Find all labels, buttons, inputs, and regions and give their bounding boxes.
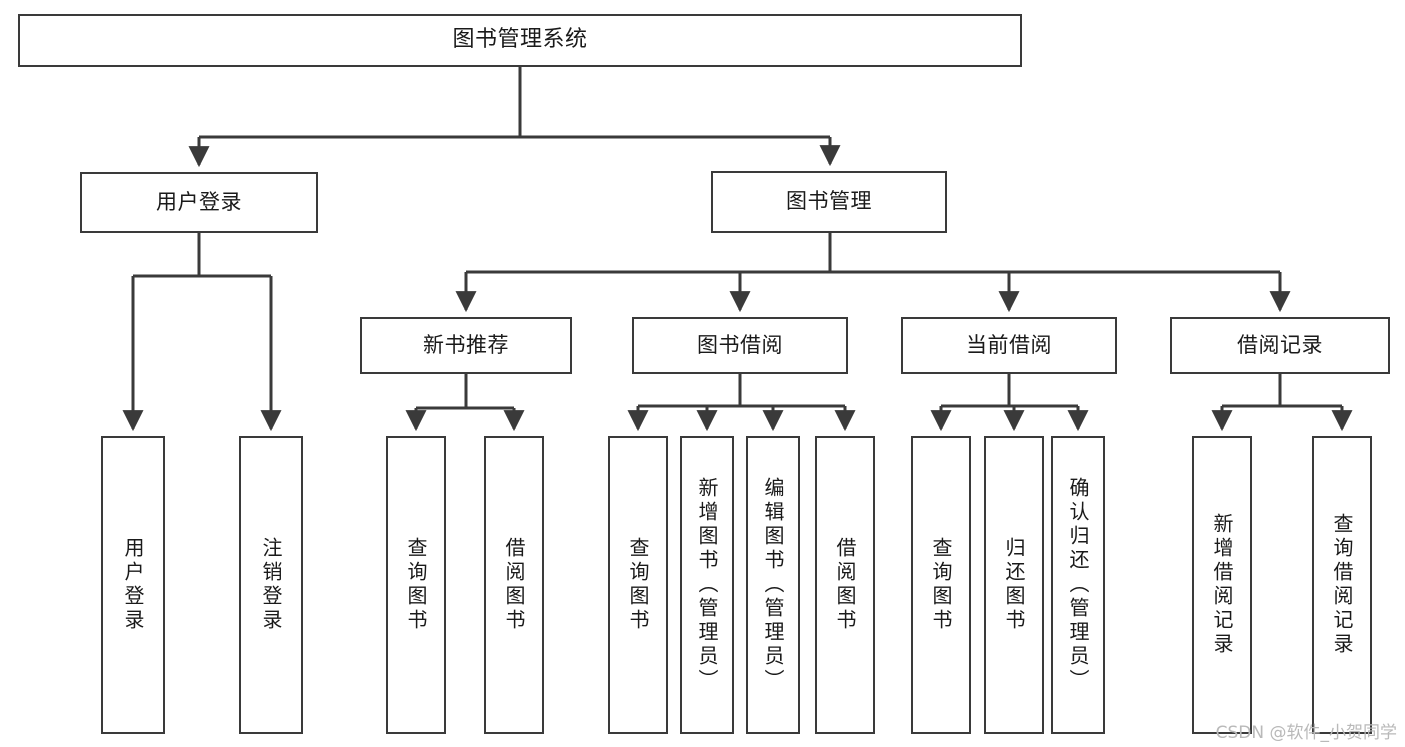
node-book-management[interactable]: 图书管理 <box>711 171 947 233</box>
node-user-login[interactable]: 用户登录 <box>80 172 318 233</box>
node-leaf-user-logout[interactable]: 注销登录 <box>239 436 303 734</box>
node-leaf-borrow-book-2-label: 借阅图书 <box>833 537 857 633</box>
node-user-login-label: 用户登录 <box>156 189 242 214</box>
node-leaf-user-login[interactable]: 用户登录 <box>101 436 165 734</box>
node-current-borrow-label: 当前借阅 <box>966 332 1052 357</box>
node-current-borrow[interactable]: 当前借阅 <box>901 317 1117 374</box>
node-leaf-return-book-label: 归还图书 <box>1002 537 1026 633</box>
node-book-borrow-label: 图书借阅 <box>697 332 783 357</box>
node-book-borrow[interactable]: 图书借阅 <box>632 317 848 374</box>
node-leaf-query-book-3[interactable]: 查询图书 <box>911 436 971 734</box>
node-root[interactable]: 图书管理系统 <box>18 14 1022 67</box>
node-leaf-edit-book[interactable]: 编辑图书（管理员） <box>746 436 800 734</box>
node-leaf-borrow-book-2[interactable]: 借阅图书 <box>815 436 875 734</box>
node-root-label: 图书管理系统 <box>452 27 588 53</box>
node-borrow-record-label: 借阅记录 <box>1237 332 1323 357</box>
node-leaf-borrow-book-1[interactable]: 借阅图书 <box>484 436 544 734</box>
node-leaf-confirm-return-label: 确认归还（管理员） <box>1066 477 1090 693</box>
node-new-book-recommend[interactable]: 新书推荐 <box>360 317 572 374</box>
node-leaf-user-logout-label: 注销登录 <box>259 537 283 633</box>
node-leaf-borrow-book-1-label: 借阅图书 <box>502 537 526 633</box>
node-leaf-query-record[interactable]: 查询借阅记录 <box>1312 436 1372 734</box>
node-borrow-record[interactable]: 借阅记录 <box>1170 317 1390 374</box>
node-leaf-add-book-label: 新增图书（管理员） <box>695 477 719 693</box>
node-leaf-query-book-2[interactable]: 查询图书 <box>608 436 668 734</box>
node-leaf-add-record-label: 新增借阅记录 <box>1210 513 1234 657</box>
node-book-management-label: 图书管理 <box>786 189 872 214</box>
node-leaf-add-record[interactable]: 新增借阅记录 <box>1192 436 1252 734</box>
node-leaf-query-book-2-label: 查询图书 <box>626 537 650 633</box>
node-leaf-query-record-label: 查询借阅记录 <box>1330 513 1354 657</box>
node-leaf-query-book-3-label: 查询图书 <box>929 537 953 633</box>
node-new-book-recommend-label: 新书推荐 <box>423 332 509 357</box>
watermark: CSDN @软件_小贺同学 <box>1215 723 1397 743</box>
node-leaf-user-login-label: 用户登录 <box>121 537 145 633</box>
node-leaf-return-book[interactable]: 归还图书 <box>984 436 1044 734</box>
node-leaf-edit-book-label: 编辑图书（管理员） <box>761 477 785 693</box>
node-leaf-add-book[interactable]: 新增图书（管理员） <box>680 436 734 734</box>
node-leaf-confirm-return[interactable]: 确认归还（管理员） <box>1051 436 1105 734</box>
node-leaf-query-book-1[interactable]: 查询图书 <box>386 436 446 734</box>
node-leaf-query-book-1-label: 查询图书 <box>404 537 428 633</box>
